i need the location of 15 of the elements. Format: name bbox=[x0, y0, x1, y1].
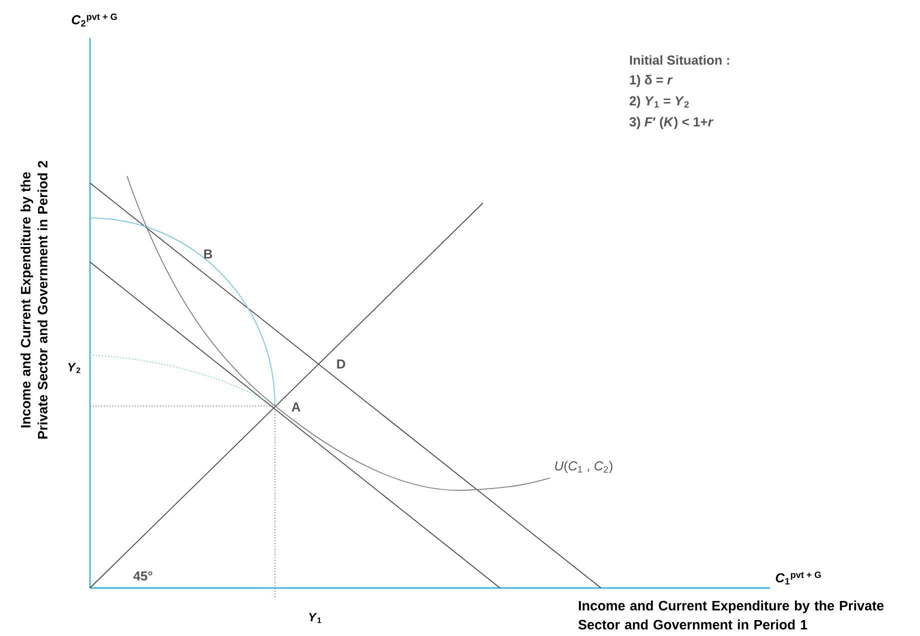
axis-title: Income and Current Expenditure by the Private Sector and Government in Period 1 bbox=[578, 600, 884, 630]
axis-title: Income and Current Expenditure by the Private Sector and Government in Period 2 bbox=[20, 161, 48, 439]
axis-label: C$_{2}$pvt + G bbox=[72, 14, 117, 26]
point-label: A bbox=[292, 402, 300, 412]
point-label: D bbox=[337, 360, 346, 368]
note-line: 3) F′ (K) < 1+r bbox=[630, 116, 714, 130]
note-line: 1) δ = r bbox=[630, 74, 673, 88]
axis-value: Y$_{2}$ bbox=[68, 362, 80, 374]
point-label: B bbox=[204, 250, 212, 258]
note-line: 2) Y$_{1}$ = Y$_{2}$ bbox=[630, 96, 689, 108]
note-heading: Initial Situation : bbox=[630, 55, 730, 65]
axis-label: C$_{1}$pvt + G bbox=[776, 572, 821, 584]
axis-value: Y$_{1}$ bbox=[309, 612, 322, 624]
angle-label: 45° bbox=[133, 571, 152, 581]
curve-label: U(C$_{1}$ , C$_{2}$) bbox=[555, 460, 612, 474]
